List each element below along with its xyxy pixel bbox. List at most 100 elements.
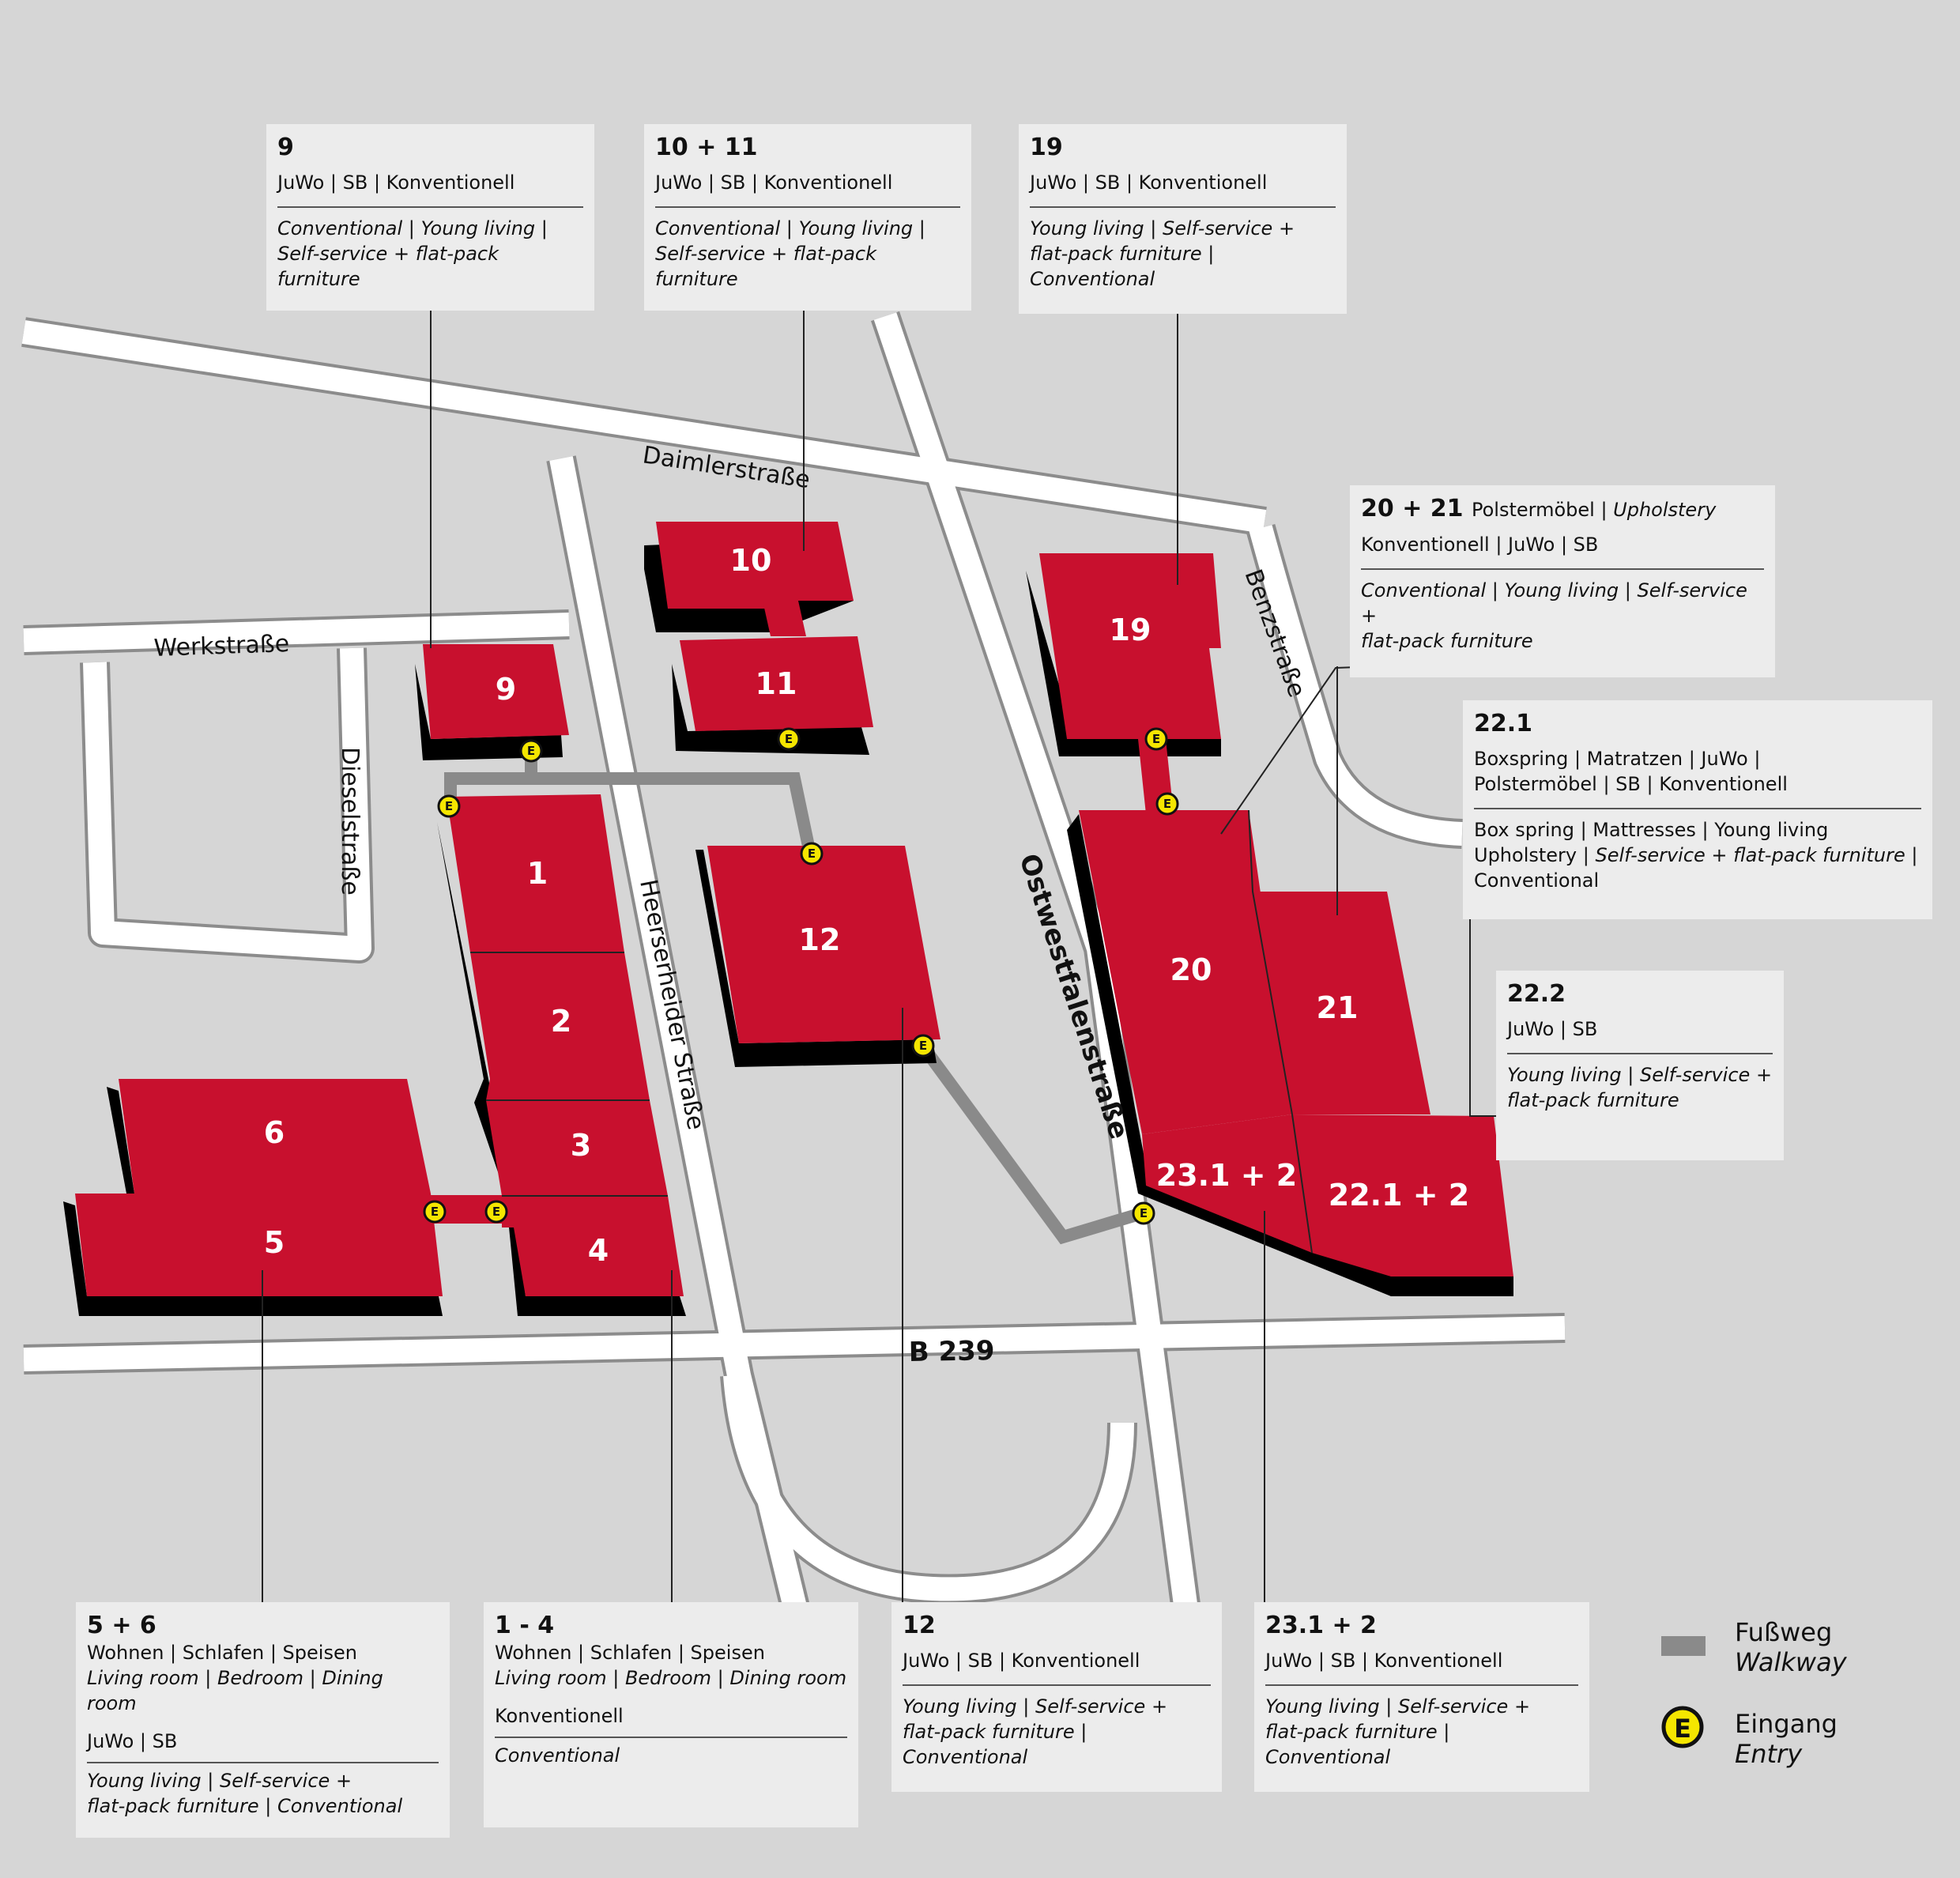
info-en-part: Self-service + flat-pack furniture [1595,844,1905,866]
info-en-line: Self-service + flat-pack furniture [655,243,877,290]
info-de: JuWo | SB | Konventionell [903,1650,1140,1672]
info-en-line: flat-pack furniture | Conventional [87,1795,403,1817]
hall-12 [707,846,940,1043]
entry-markers: E E E E E E E E E E [423,727,1179,1225]
hall-label-6: 6 [264,1115,285,1150]
entry-hall-12-top: E [800,842,824,865]
svg-text:E: E [1163,797,1171,811]
hall-label-11: 11 [756,666,797,701]
info-en-line: Conventional [1474,869,1600,892]
hall-11 [680,636,873,731]
walkway-12-to-23 [915,1039,1144,1245]
legend-graphics: E [1661,1636,1706,1748]
leader-22-1 [1469,903,1498,1117]
hall-4 [502,1196,684,1296]
divider [655,206,960,208]
svg-text:E: E [431,1205,439,1219]
entry-legend-letter: E [1674,1714,1691,1744]
info-en-line: Young living | Self-service + [1507,1064,1773,1086]
hall-label-19: 19 [1110,613,1152,647]
werkstrasse-road [23,613,570,652]
info-box-hall-23-1: 23.1 + 2 JuWo | SB | Konventionell Young… [1254,1602,1589,1792]
hall-11-shadow [672,664,869,755]
info-title: 10 + 11 [655,134,758,161]
info-en-line: flat-pack furniture | Conventional [1030,243,1215,290]
entry-hall-20: E [1155,792,1179,816]
hall-label-12: 12 [799,922,841,957]
info-box-hall-5-6: 5 + 6 Wohnen | Schlafen | Speisen Living… [76,1602,450,1838]
info-en-line: Conventional [495,1744,620,1767]
benzstrasse-road [1249,525,1463,846]
info-de-line: Boxspring | Matratzen | JuWo | [1474,748,1761,770]
b239-loop-road [723,1374,1134,1601]
entry-hall-5: E [423,1200,447,1224]
info-title: 9 [277,134,294,161]
hall-19 [1039,553,1221,739]
info-de-line: Wohnen | Schlafen | Speisen [87,1642,357,1664]
info-en-line: flat-pack furniture | Conventional [903,1721,1087,1768]
hall-dividers [470,809,1313,1254]
info-box-hall-10-11: 10 + 11 JuWo | SB | Konventionell Conven… [644,124,971,311]
hall-6 [119,1079,431,1194]
entry-hall-11: E [777,727,801,751]
info-de-line: Wohnen | Schlafen | Speisen [495,1642,765,1664]
info-de: Konventionell | JuWo | SB [1361,534,1599,556]
info-en-line: Living room | Bedroom | Dining room [87,1667,383,1714]
info-title: 22.1 [1474,710,1533,737]
info-en-line: Upholstery | Self-service + flat-pack fu… [1474,843,1921,868]
hall-21 [1253,892,1430,1114]
entry-legend-icon [1661,1706,1704,1748]
svg-text:E: E [492,1205,500,1219]
info-en-line: Conventional | Young living | [277,217,548,239]
hall-23-1-2 [1142,1114,1312,1253]
hall-10-11-link [763,601,806,636]
info-en-inline: Upholstery [1613,499,1717,521]
hall-label-1: 1 [527,856,548,891]
legend-entry: Eingang Entry [1735,1709,1838,1769]
hall-6-shadow [107,1087,134,1194]
info-title: 23.1 + 2 [1265,1612,1377,1639]
entry-hall-9: E [519,739,543,763]
walkway-legend-swatch [1661,1636,1706,1656]
info-en-line: Young living | Self-service + [1265,1695,1531,1718]
divider [1507,1053,1773,1054]
info-de-line: Polstermöbel | SB | Konventionell [1474,773,1788,795]
info-en-line: Box spring | Mattresses | Young living [1474,819,1829,841]
hall-labels: 10 11 9 12 1 2 3 4 6 5 19 20 21 23.1 + 2… [264,543,1469,1268]
legend-walkway: Fußweg Walkway [1735,1617,1847,1677]
info-en-line: flat-pack furniture [1361,630,1533,652]
svg-text:E: E [445,799,453,813]
info-box-hall-9: 9 JuWo | SB | Konventionell Conventional… [266,124,594,311]
svg-text:E: E [1140,1206,1148,1220]
street-label-b239: B 239 [908,1335,994,1368]
hall-3 [486,1100,668,1196]
hall-label-22-1-2: 22.1 + 2 [1329,1178,1470,1212]
info-title: 12 [903,1612,936,1639]
info-box-hall-19: 19 JuWo | SB | Konventionell Young livin… [1019,124,1347,314]
info-de: JuWo | SB | Konventionell [1265,1650,1503,1672]
hall-label-21: 21 [1317,990,1359,1025]
divider [1361,568,1764,570]
hall-label-2: 2 [551,1004,571,1039]
entry-hall-1: E [437,794,461,818]
entry-hall-23: E [1132,1201,1155,1225]
info-en-line: Young living | Self-service + [903,1695,1168,1718]
info-box-hall-12: 12 JuWo | SB | Konventionell Young livin… [891,1602,1222,1792]
hall-label-20: 20 [1170,952,1212,987]
info-en-line: flat-pack furniture [1507,1089,1679,1111]
divider [277,206,583,208]
info-de-line: Konventionell [495,1705,624,1727]
svg-text:E: E [919,1039,927,1053]
divider [495,1737,847,1738]
info-de: JuWo | SB [1507,1018,1598,1040]
entry-hall-12-bottom: E [911,1034,935,1058]
info-box-hall-22-2: 22.2 JuWo | SB Young living | Self-servi… [1496,971,1784,1160]
divider [87,1762,439,1763]
info-title: 20 + 21 Polstermöbel | Upholstery [1361,495,1764,524]
hall-label-9: 9 [496,672,516,707]
info-box-hall-20-21: 20 + 21 Polstermöbel | Upholstery Konven… [1350,485,1775,677]
info-en-line: Conventional | Young living | [655,217,925,239]
info-en-line: Living room | Bedroom | Dining room [495,1667,847,1689]
legend-walkway-de: Fußweg [1735,1617,1833,1647]
info-title: 22.2 [1507,980,1566,1008]
